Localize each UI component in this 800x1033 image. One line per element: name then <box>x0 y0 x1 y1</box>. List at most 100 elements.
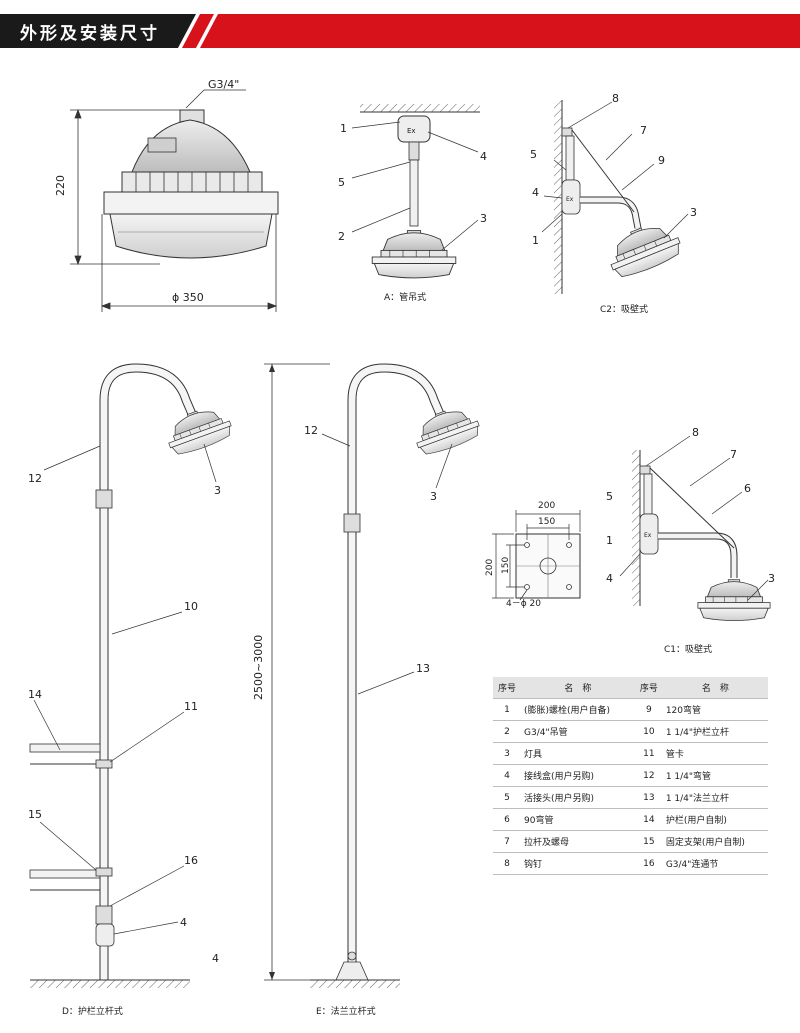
view-e-callout-12: 12 <box>304 424 318 437</box>
row-no: 7 <box>493 830 521 853</box>
view-c2-drawing: Ex <box>541 100 689 294</box>
view-c1-callout-3: 3 <box>768 572 775 585</box>
view-d-callout-11: 11 <box>184 700 198 713</box>
view-c2-callout-5: 5 <box>530 148 537 161</box>
width-dimension-label: ϕ 350 <box>172 291 204 304</box>
header-banner <box>0 14 800 48</box>
view-d-callout-10: 10 <box>184 600 198 613</box>
row-name: 拉杆及螺母 <box>521 830 635 853</box>
row-no: 12 <box>634 764 663 787</box>
table-row: 3 灯具 11 管卡 <box>493 742 768 765</box>
col-name-1: 名 称 <box>521 677 635 699</box>
parts-table: 序号 名 称 序号 名 称 1 (膨胀)螺栓(用户自备) 9 120弯管 2 G… <box>493 677 768 875</box>
view-d-callout-12: 12 <box>28 472 42 485</box>
view-a-callout-4: 4 <box>480 150 487 163</box>
col-name-2: 名 称 <box>662 677 768 699</box>
row-name: 120弯管 <box>662 698 768 721</box>
view-a-callout-1: 1 <box>340 122 347 135</box>
row-name: 管卡 <box>662 742 768 765</box>
row-no: 14 <box>634 808 663 831</box>
flange-outer-side-label: 200 <box>485 559 495 576</box>
svg-text:Ex: Ex <box>566 196 574 203</box>
row-no: 13 <box>634 786 663 809</box>
row-name: 护栏(用户自制) <box>662 808 768 831</box>
view-a-drawing: Ex <box>351 104 480 279</box>
row-name: G3/4"连通节 <box>662 852 768 875</box>
view-d-callout-3: 3 <box>214 484 221 497</box>
view-a-callout-2: 2 <box>338 230 345 243</box>
view-d-callout-16: 16 <box>184 854 198 867</box>
row-name: 90弯管 <box>521 808 635 831</box>
main-fixture <box>103 109 279 259</box>
table-row: 7 拉杆及螺母 15 固定支架(用户自制) <box>493 830 768 853</box>
view-c2-callout-9: 9 <box>658 154 665 167</box>
row-no: 15 <box>634 830 663 853</box>
flange-outer-top-label: 200 <box>538 501 555 511</box>
view-d-drawing <box>29 363 236 988</box>
row-name: 活接头(用户另购) <box>521 786 635 809</box>
row-name: 接线盒(用户另购) <box>521 764 635 787</box>
flange-hole-label: 4－ϕ 20 <box>506 599 541 609</box>
table-row: 2 G3/4"吊管 10 1 1/4"护栏立杆 <box>493 720 768 743</box>
row-no: 9 <box>634 698 663 721</box>
view-c2-callout-3: 3 <box>690 206 697 219</box>
row-no: 8 <box>493 852 521 875</box>
row-no: 16 <box>634 852 663 875</box>
main-dimensions <box>70 89 278 312</box>
flange-inner-top-label: 150 <box>538 517 555 527</box>
row-no: 5 <box>493 786 521 809</box>
col-no-1: 序号 <box>493 677 521 699</box>
row-name: 固定支架(用户自制) <box>662 830 768 853</box>
view-e-extra-label: 4 <box>212 952 219 965</box>
view-c2-caption: C2：吸壁式 <box>600 303 648 315</box>
parts-table-header: 序号 名 称 序号 名 称 <box>493 677 768 699</box>
row-no: 1 <box>493 698 521 721</box>
flange-detail <box>492 510 581 601</box>
view-c2-callout-4: 4 <box>532 186 539 199</box>
view-d-callout-15: 15 <box>28 808 42 821</box>
row-no: 2 <box>493 720 521 743</box>
view-e-drawing <box>264 363 484 988</box>
thread-label: G3/4" <box>208 78 239 91</box>
view-a-callout-5: 5 <box>338 176 345 189</box>
row-no: 3 <box>493 742 521 765</box>
table-row: 6 90弯管 14 护栏(用户自制) <box>493 808 768 831</box>
svg-text:Ex: Ex <box>644 532 652 539</box>
view-a-caption: A：管吊式 <box>384 291 426 303</box>
row-name: 钩钉 <box>521 852 635 875</box>
height-dimension-label: 220 <box>54 175 67 196</box>
view-c1-callout-8: 8 <box>692 426 699 439</box>
row-name: (膨胀)螺栓(用户自备) <box>521 698 635 721</box>
view-c1-caption: C1：吸壁式 <box>664 643 712 655</box>
table-row: 8 钩钉 16 G3/4"连通节 <box>493 852 768 875</box>
col-no-2: 序号 <box>634 677 663 699</box>
view-d-callout-14: 14 <box>28 688 42 701</box>
table-row: 5 活接头(用户另购) 13 1 1/4"法兰立杆 <box>493 786 768 809</box>
page-title: 外形及安装尺寸 <box>20 24 160 44</box>
table-row: 4 接线盒(用户另购) 12 1 1/4"弯管 <box>493 764 768 787</box>
view-e-caption: E：法兰立杆式 <box>316 1005 376 1017</box>
table-row: 1 (膨胀)螺栓(用户自备) 9 120弯管 <box>493 698 768 721</box>
view-c2-callout-8: 8 <box>612 92 619 105</box>
svg-text:Ex: Ex <box>407 127 416 135</box>
view-e-callout-3: 3 <box>430 490 437 503</box>
view-e-callout-13: 13 <box>416 662 430 675</box>
view-c2-callout-1: 1 <box>532 234 539 247</box>
view-d-callout-4: 4 <box>180 916 187 929</box>
view-c1-callout-5: 5 <box>606 490 613 503</box>
view-c1-callout-7: 7 <box>730 448 737 461</box>
view-c1-callout-4: 4 <box>606 572 613 585</box>
row-name: 灯具 <box>521 742 635 765</box>
view-c1-drawing: Ex <box>619 435 771 621</box>
view-a-callout-3: 3 <box>480 212 487 225</box>
row-name: G3/4"吊管 <box>521 720 635 743</box>
row-no: 6 <box>493 808 521 831</box>
row-name: 1 1/4"法兰立杆 <box>662 786 768 809</box>
view-e-height-label: 2500~3000 <box>252 635 265 700</box>
row-name: 1 1/4"弯管 <box>662 764 768 787</box>
view-c1-callout-6: 6 <box>744 482 751 495</box>
row-no: 10 <box>634 720 663 743</box>
view-c1-callout-1: 1 <box>606 534 613 547</box>
flange-inner-side-label: 150 <box>501 557 511 574</box>
